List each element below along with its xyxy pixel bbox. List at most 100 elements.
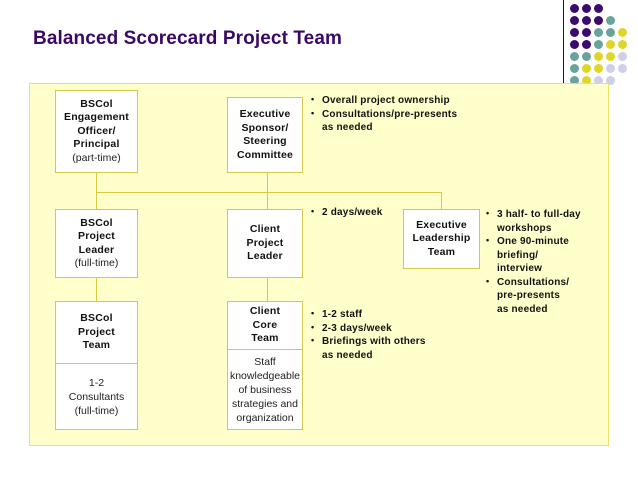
node-body-line: (full-time) xyxy=(74,404,119,417)
decor-dot-purple xyxy=(594,16,603,25)
decor-dot-lavender xyxy=(618,52,627,61)
decor-dot-teal xyxy=(606,16,615,25)
decor-dot-yellow xyxy=(618,40,627,49)
node-body-line: knowledgeable xyxy=(229,369,301,382)
node-body: Staff knowledgeable of business strategi… xyxy=(228,350,302,429)
node-title-line: Project xyxy=(246,236,284,249)
node-title-line: Executive xyxy=(416,218,467,231)
note-text-cont: as needed xyxy=(322,349,373,361)
node-title: BSCol Project Leader (full-time) xyxy=(56,210,137,277)
decorative-dot-grid xyxy=(570,4,638,90)
node-client-core-team[interactable]: Client Core Team Staff knowledgeable of … xyxy=(227,301,303,430)
node-divider xyxy=(56,363,137,365)
node-title-line: Team xyxy=(427,245,456,258)
node-title-line: BSCol xyxy=(80,312,113,325)
decor-dot-purple xyxy=(582,28,591,37)
node-title: Executive Sponsor/ Steering Committee xyxy=(228,98,302,172)
note-text: One 90-minute xyxy=(497,236,570,247)
note-text-cont: as needed xyxy=(497,303,548,315)
node-bscol-project-team[interactable]: BSCol Project Team 1-2 Consultants (full… xyxy=(55,301,138,430)
node-divider xyxy=(228,349,302,351)
node-title-line: BSCol xyxy=(80,97,113,110)
connector-row1-to-row2-horizontal xyxy=(96,192,442,193)
node-title: Client Core Team xyxy=(228,302,302,349)
decor-dot-teal xyxy=(570,52,579,61)
node-subtitle: (full-time) xyxy=(74,257,119,269)
node-body-line: Consultants xyxy=(68,390,125,403)
decor-dot-purple xyxy=(570,16,579,25)
decor-dot-teal xyxy=(594,28,603,37)
decor-dot-lavender xyxy=(606,76,615,85)
decor-dot-teal xyxy=(582,52,591,61)
note-item: 2-3 days/week xyxy=(311,321,471,336)
note-item: 2 days/week xyxy=(311,205,431,220)
node-body-line: of business xyxy=(238,383,292,396)
node-executive-sponsor[interactable]: Executive Sponsor/ Steering Committee xyxy=(227,97,303,173)
node-body-line: 1-2 xyxy=(88,376,105,389)
node-subtitle: (part-time) xyxy=(72,151,121,164)
notes-client-project-leader: 2 days/week xyxy=(311,205,431,220)
decor-dot-yellow xyxy=(582,76,591,85)
connector-to-bscol-project-leader xyxy=(96,192,97,209)
node-title-line: Steering xyxy=(243,135,287,147)
decor-dot-yellow xyxy=(594,64,603,73)
decor-dot-purple xyxy=(570,28,579,37)
node-title-line: Team xyxy=(251,332,279,345)
note-text: Briefings with others xyxy=(322,336,426,347)
node-bscol-project-leader[interactable]: BSCol Project Leader (full-time) xyxy=(55,209,138,278)
note-text: Overall project ownership xyxy=(322,95,450,106)
note-item: Consultations/ pre-presents as needed xyxy=(486,275,606,317)
node-body-line: organization xyxy=(236,411,294,424)
node-title: Executive Leadership Team xyxy=(404,210,479,268)
decor-dot-purple xyxy=(594,4,603,13)
note-text: Consultations/pre-presents xyxy=(322,108,458,120)
node-title-line: Sponsor/ xyxy=(241,121,289,134)
decor-dot-teal xyxy=(594,40,603,49)
connector-executive-sponsor-down xyxy=(267,173,268,193)
node-executive-leadership-team[interactable]: Executive Leadership Team xyxy=(403,209,480,269)
connector-engagement-officer-down xyxy=(96,173,97,193)
node-title-line: Core xyxy=(252,318,278,331)
note-item: Briefings with others as needed xyxy=(311,334,471,362)
node-title-line: Leader xyxy=(78,243,115,256)
page-title: Balanced Scorecard Project Team xyxy=(33,28,342,49)
node-bscol-engagement-officer[interactable]: BSCol Engagement Officer/ Principal (par… xyxy=(55,90,138,173)
node-body-line: Staff xyxy=(254,355,276,368)
decor-dot-purple xyxy=(570,40,579,49)
decor-dot-purple xyxy=(570,4,579,13)
note-item: 3 half- to full-day workshops xyxy=(486,207,606,235)
decor-dot-purple xyxy=(582,4,591,13)
note-text: 1-2 staff xyxy=(322,309,363,320)
decor-dot-yellow xyxy=(606,40,615,49)
node-client-project-leader[interactable]: Client Project Leader xyxy=(227,209,303,278)
note-item: Consultations/pre-presents as needed xyxy=(311,107,516,135)
decor-dot-yellow xyxy=(594,52,603,61)
node-title: BSCol Engagement Officer/ Principal (par… xyxy=(56,91,137,172)
note-text: 2 days/week xyxy=(322,207,383,218)
node-title-line: Leader xyxy=(247,250,283,263)
node-title-line: Project xyxy=(78,230,115,242)
note-text: 3 half- to full-day xyxy=(497,209,581,220)
org-chart-panel: BSCol Engagement Officer/ Principal (par… xyxy=(29,83,609,446)
decor-dot-teal xyxy=(570,76,579,85)
decor-dot-teal xyxy=(570,64,579,73)
connector-to-client-project-leader xyxy=(267,192,268,209)
node-title-line: Client xyxy=(249,223,281,236)
node-title-line: Team xyxy=(82,339,111,352)
decor-dot-teal xyxy=(606,28,615,37)
node-title-line: Engagement xyxy=(63,111,129,124)
note-item: Overall project ownership xyxy=(311,93,516,108)
node-title: BSCol Project Team xyxy=(56,302,137,363)
header-divider-rule xyxy=(563,0,564,84)
note-text-cont: workshops xyxy=(497,222,552,234)
note-item: One 90-minute briefing/ interview xyxy=(486,234,606,276)
node-title-line: BSCol xyxy=(80,216,113,229)
connector-client-leader-to-core xyxy=(267,278,268,301)
note-text: Consultations/ xyxy=(497,276,570,288)
notes-client-core-team: 1-2 staff 2-3 days/week Briefings with o… xyxy=(311,307,471,362)
decor-dot-lavender xyxy=(606,64,615,73)
node-body-line: strategies and xyxy=(232,397,298,410)
connector-bscol-leader-to-team xyxy=(96,278,97,301)
node-title-line: Committee xyxy=(236,148,294,161)
decor-dot-purple xyxy=(582,40,591,49)
